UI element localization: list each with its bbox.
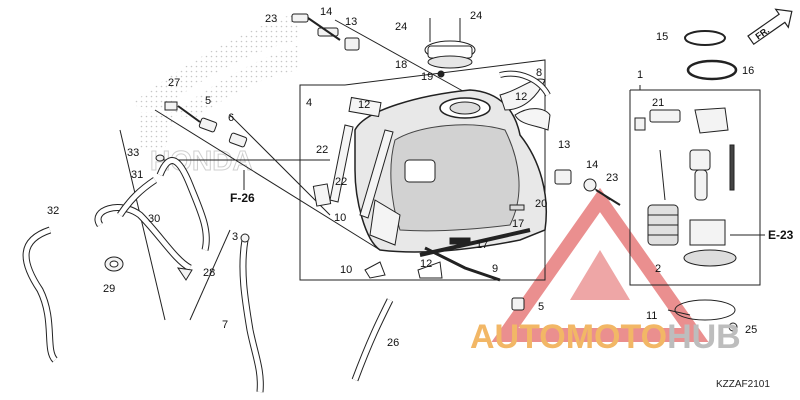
reference-markers: F-26 E-23 <box>230 170 794 242</box>
callout-14b: 14 <box>586 159 598 171</box>
callout-6: 6 <box>228 112 234 124</box>
callout-labels: 1 2 3 4 5 5 6 7 8 9 10 10 11 12 12 12 13… <box>47 6 757 349</box>
callout-28: 28 <box>203 267 215 279</box>
callout-5a: 5 <box>205 95 211 107</box>
callout-32: 32 <box>47 205 59 217</box>
front-arrow-icon: FR. <box>747 8 793 46</box>
callout-7: 7 <box>222 319 228 331</box>
callout-8: 8 <box>536 67 542 79</box>
callout-22b: 22 <box>335 176 347 188</box>
watermark-part-a: AUTOMOTO <box>470 318 668 356</box>
callout-5b: 5 <box>538 301 544 313</box>
callout-12c: 12 <box>420 258 432 270</box>
callout-23b: 23 <box>606 172 618 184</box>
callout-16: 16 <box>742 65 754 77</box>
callout-23a: 23 <box>265 13 277 25</box>
diagram-code: KZZAF2101 <box>716 379 770 390</box>
fuel-pump-assembly <box>634 30 738 332</box>
callout-12a: 12 <box>358 99 370 111</box>
callout-10a: 10 <box>334 212 346 224</box>
callout-29: 29 <box>103 283 115 295</box>
tank-pads <box>312 78 551 282</box>
watermark-text: AUTOMOTOHUB <box>470 318 741 357</box>
watermark-part-b: HUB <box>667 318 741 356</box>
callout-30: 30 <box>148 213 160 225</box>
small-parts-left <box>104 154 250 281</box>
honda-wing-logo: HONDA <box>130 12 300 177</box>
callout-19: 19 <box>421 71 433 83</box>
callout-2: 2 <box>655 263 661 275</box>
callout-24b: 24 <box>470 10 482 22</box>
callout-14a: 14 <box>320 6 332 18</box>
callout-17a: 17 <box>476 239 488 251</box>
callout-10b: 10 <box>340 264 352 276</box>
callout-25: 25 <box>745 324 757 336</box>
callout-21: 21 <box>652 97 664 109</box>
leader-lines <box>119 19 765 321</box>
ref-f26: F-26 <box>230 191 255 205</box>
ref-e23: E-23 <box>768 228 794 242</box>
callout-13a: 13 <box>345 16 357 28</box>
callout-1: 1 <box>637 69 643 81</box>
callout-33: 33 <box>127 147 139 159</box>
callout-3: 3 <box>232 231 238 243</box>
hoses <box>22 70 551 393</box>
callout-24a: 24 <box>395 21 407 33</box>
callout-31: 31 <box>131 169 143 181</box>
watermark-triangle <box>491 187 709 342</box>
top-fittings <box>164 13 621 311</box>
callout-27: 27 <box>168 77 180 89</box>
callout-11: 11 <box>646 310 657 322</box>
callout-22a: 22 <box>316 144 328 156</box>
callout-26: 26 <box>387 337 399 349</box>
callout-9: 9 <box>492 263 498 275</box>
callout-15: 15 <box>656 31 668 43</box>
callout-12b: 12 <box>515 91 527 103</box>
callout-13b: 13 <box>558 139 570 151</box>
callout-20: 20 <box>535 198 547 210</box>
callout-17b: 17 <box>512 218 524 230</box>
callout-4: 4 <box>306 97 312 109</box>
fuel-cap <box>424 18 476 78</box>
fuel-tank <box>354 89 548 253</box>
callout-18: 18 <box>395 59 407 71</box>
